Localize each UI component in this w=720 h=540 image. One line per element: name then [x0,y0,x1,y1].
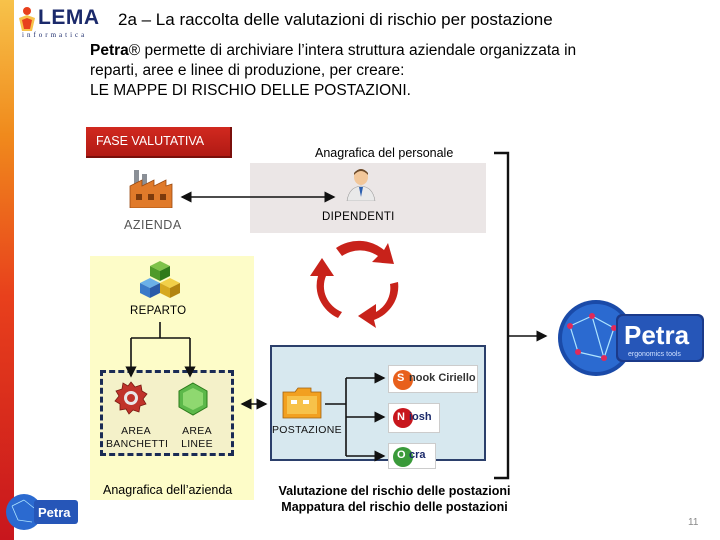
azienda-label: AZIENDA [124,218,182,232]
lema-mark-icon [19,7,35,31]
area-linee-label: AREA LINEE [181,425,213,450]
left-accent-bar [0,0,14,540]
valutazione-line1: Valutazione del rischio delle postazioni [278,484,511,498]
logo-subtext: informatica [22,31,88,39]
dipendenti-label: DIPENDENTI [322,211,395,223]
factory-icon [129,170,173,208]
area-banchetti-label: AREA BANCHETTI [106,425,169,450]
intro-line3: LE MAPPE DI RISCHIO DELLE POSTAZIONI. [90,82,411,99]
petra-logo-tagline: ergonomics tools [628,351,681,358]
page-number: 11 [688,517,699,528]
anagrafica-azienda-label: Anagrafica dell’azienda [103,483,233,497]
postazione-label: POSTAZIONE [272,424,342,436]
method-text: cra [409,449,426,461]
cubes-icon [140,261,180,298]
intro-line2: reparti, aree e linee di produzione, per… [90,62,405,79]
method-text: nook Ciriello [409,372,476,384]
person-icon [346,169,376,201]
niosh-logo: N iosh [388,403,440,433]
ocra-logo: O cra [388,443,436,469]
method-letter: N [397,411,405,423]
phase-box: FASE VALUTATIVA [86,127,232,158]
snook-ciriello-logo: S nook Ciriello [388,365,478,393]
cycle-arrows-icon [310,240,399,328]
gear-icon [114,381,148,415]
valutazione-caption: Valutazione del rischio delle postazioni… [262,483,527,515]
hexagon-icon [178,382,208,416]
lema-logo: LEMA informatica [0,4,100,42]
method-letter: S [397,372,405,384]
intro-brand: Petra [90,42,129,59]
folder-icon [282,387,322,419]
petra-logo: Petra ergonomics tools [558,300,704,376]
logo-text: LEMA [38,6,100,29]
petra-small-name: Petra [38,505,71,520]
petra-logo-name: Petra [624,320,690,350]
phase-label: FASE VALUTATIVA [96,134,205,148]
areas-dashed-box [100,370,234,456]
intro-registered: ® [128,42,141,59]
method-letter: O [397,449,406,461]
personnel-label: Anagrafica del personale [315,146,454,160]
intro-line1: permette di archiviare l’intera struttur… [140,42,577,59]
petra-small-logo: Petra [6,494,78,530]
page-title: 2a – La raccolta delle valutazioni di ri… [118,10,553,29]
intro-text: Petra® permette di archiviare l’intera s… [90,41,690,101]
valutazione-line2: Mappatura del rischio delle postazioni [281,500,508,514]
method-text: iosh [409,411,432,423]
reparto-label: REPARTO [130,305,187,317]
